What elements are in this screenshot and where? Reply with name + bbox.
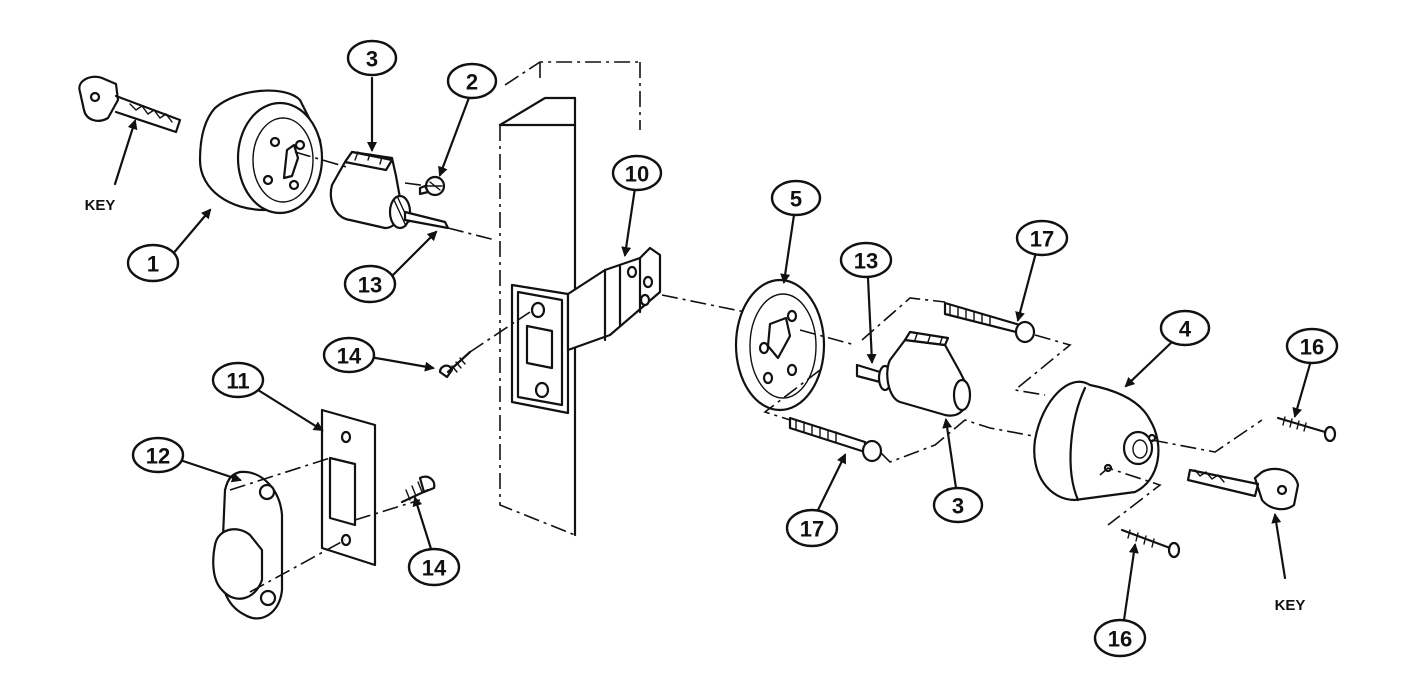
svg-text:14: 14: [422, 556, 447, 581]
callout-14-low: 14: [407, 547, 461, 587]
svg-text:2: 2: [466, 70, 478, 95]
callout-17-top: 17: [1015, 219, 1069, 257]
set-screw: [418, 175, 446, 197]
svg-text:1: 1: [147, 252, 159, 277]
svg-text:16: 16: [1108, 627, 1132, 652]
svg-text:13: 13: [358, 273, 382, 298]
svg-text:17: 17: [800, 517, 824, 542]
callout-2: 2: [446, 62, 498, 100]
screw-14-mid: [438, 350, 472, 379]
exterior-housing: [198, 89, 324, 215]
leader-lines: [170, 76, 1312, 622]
callout-16-top: 16: [1285, 327, 1339, 365]
callout-4: 4: [1159, 309, 1211, 347]
svg-text:5: 5: [790, 187, 802, 212]
svg-text:4: 4: [1179, 317, 1192, 342]
callout-11: 11: [211, 361, 265, 399]
svg-text:3: 3: [366, 47, 378, 72]
svg-text:13: 13: [854, 249, 878, 274]
key-left: [78, 75, 182, 186]
mounting-plate: [734, 278, 826, 412]
callout-3-bottom: 3: [932, 486, 984, 524]
callout-12: 12: [131, 436, 185, 474]
screw-16-bottom: [1120, 528, 1181, 559]
svg-text:17: 17: [1030, 227, 1054, 252]
svg-text:16: 16: [1300, 335, 1324, 360]
screw-17-top: [943, 301, 1036, 344]
svg-text:3: 3: [952, 494, 964, 519]
key-right: [1186, 467, 1300, 511]
key-label-right: KEY: [1275, 597, 1306, 614]
callout-16-bottom: 16: [1093, 618, 1147, 658]
callout-5: 5: [770, 179, 822, 217]
callout-14-mid: 14: [322, 336, 376, 374]
interior-housing: [1033, 380, 1160, 502]
screw-17-bottom: [788, 416, 883, 463]
callout-13-right: 13: [839, 241, 893, 279]
screw-14-low: [400, 475, 436, 504]
svg-text:11: 11: [226, 369, 249, 394]
strike-plate: [320, 408, 377, 567]
latch-bolt: [510, 246, 662, 415]
callout-13-left: 13: [343, 264, 397, 304]
callout-1: 1: [126, 243, 180, 283]
callout-17-bottom: 17: [785, 508, 839, 548]
callout-10: 10: [611, 154, 663, 192]
strike-box: [212, 470, 284, 620]
svg-text:14: 14: [337, 344, 362, 369]
key-label-left: KEY: [85, 197, 116, 214]
screw-16-top: [1276, 416, 1337, 443]
cylinder-right: [855, 330, 972, 417]
svg-text:10: 10: [625, 162, 649, 187]
svg-text:12: 12: [146, 444, 170, 469]
callout-3-top: 3: [346, 39, 398, 77]
